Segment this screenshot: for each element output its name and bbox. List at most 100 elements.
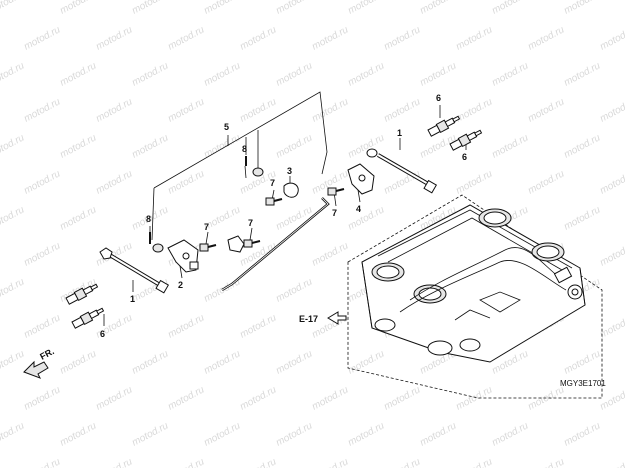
watermark-text: motod.ru <box>490 0 530 17</box>
watermark-text: motod.ru <box>0 0 27 17</box>
linkage-rod <box>221 197 330 292</box>
watermark-text: motod.ru <box>598 240 625 268</box>
watermark-text: motod.ru <box>418 60 458 88</box>
watermark-text: motod.ru <box>274 420 314 448</box>
watermark-text: motod.ru <box>526 456 566 468</box>
watermark-text: motod.ru <box>526 168 566 196</box>
watermark-text: motod.ru <box>598 456 625 468</box>
watermark-text: motod.ru <box>166 456 206 468</box>
watermark-text: motod.ru <box>526 384 566 412</box>
injector-6-right-upper <box>427 115 461 137</box>
callout-5: 5 <box>224 122 229 132</box>
watermark-text: motod.ru <box>94 456 134 468</box>
watermark-text: motod.ru <box>202 348 242 376</box>
watermark-text: motod.ru <box>490 60 530 88</box>
watermark-text: motod.ru <box>490 132 530 160</box>
watermark-text: motod.ru <box>382 168 422 196</box>
watermark-text: motod.ru <box>454 384 494 412</box>
watermark-text: motod.ru <box>526 96 566 124</box>
watermark-text: motod.ru <box>310 24 350 52</box>
injector-6-left-upper <box>65 283 99 305</box>
watermark-text: motod.ru <box>598 24 625 52</box>
watermark-text: motod.ru <box>598 96 625 124</box>
watermark-text: motod.ru <box>418 0 458 17</box>
watermark-text: motod.ru <box>274 60 314 88</box>
watermark-text: motod.ru <box>310 96 350 124</box>
watermark-text: motod.ru <box>166 384 206 412</box>
watermark-text: motod.ru <box>58 348 98 376</box>
watermark-text: motod.ru <box>202 420 242 448</box>
watermark-text: motod.ru <box>0 420 27 448</box>
watermark-text: motod.ru <box>94 96 134 124</box>
clip-3 <box>283 182 299 198</box>
nut-lower <box>152 243 164 253</box>
screw-7-c <box>243 239 261 248</box>
watermark-text: motod.ru <box>382 384 422 412</box>
watermark-text: motod.ru <box>310 384 350 412</box>
watermark-text: motod.ru <box>0 276 27 304</box>
screw-7-b <box>199 243 217 252</box>
watermark-text: motod.ru <box>166 24 206 52</box>
shaft-1-left <box>99 247 170 294</box>
watermark-text: motod.ru <box>58 0 98 17</box>
watermark-text: motod.ru <box>94 24 134 52</box>
callout-8-upper: 8 <box>242 144 247 154</box>
watermark-text: motod.ru <box>58 420 98 448</box>
watermark-text: motod.ru <box>22 456 62 468</box>
watermark-text: motod.ru <box>454 24 494 52</box>
watermark-text: motod.ru <box>238 384 278 412</box>
watermark-text: motod.ru <box>382 24 422 52</box>
reference-arrow: E-17 <box>299 311 347 325</box>
watermark-text: motod.ru <box>382 96 422 124</box>
callout-7-d: 7 <box>332 208 337 218</box>
watermark-text: motod.ru <box>526 24 566 52</box>
callout-3: 3 <box>287 166 292 176</box>
callout-7-b: 7 <box>204 222 209 232</box>
watermark-text: motod.ru <box>238 312 278 340</box>
watermark-text: motod.ru <box>130 0 170 17</box>
watermark-text: motod.ru <box>310 240 350 268</box>
bracket-4 <box>347 163 375 195</box>
watermark-text: motod.ru <box>166 168 206 196</box>
watermark-text: motod.ru <box>202 60 242 88</box>
watermark-text: motod.ru <box>562 420 602 448</box>
watermark-text: motod.ru <box>22 240 62 268</box>
reference-label: E-17 <box>299 314 318 324</box>
watermark-text: motod.ru <box>58 60 98 88</box>
watermark-text: motod.ru <box>94 384 134 412</box>
watermark-text: motod.ru <box>490 420 530 448</box>
nut-upper <box>252 167 264 177</box>
watermark-text: motod.ru <box>0 348 27 376</box>
watermark-text: motod.ru <box>346 420 386 448</box>
watermark-text: motod.ru <box>346 0 386 17</box>
watermark-text: motod.ru <box>562 348 602 376</box>
watermark-text: motod.ru <box>0 204 27 232</box>
watermark-text: motod.ru <box>130 132 170 160</box>
callout-6-right-lower: 6 <box>462 152 467 162</box>
watermark-text: motod.ru <box>562 132 602 160</box>
watermark-text: motod.ru <box>274 204 314 232</box>
watermark-text: motod.ru <box>0 132 27 160</box>
watermark-text: motod.ru <box>58 132 98 160</box>
watermark-text: motod.ru <box>166 96 206 124</box>
watermark-text: motod.ru <box>130 420 170 448</box>
watermark-text: motod.ru <box>382 456 422 468</box>
watermark-text: motod.ru <box>346 60 386 88</box>
watermark-text: motod.ru <box>562 60 602 88</box>
watermark-text: motod.ru <box>274 276 314 304</box>
callout-7-a: 7 <box>270 178 275 188</box>
watermark-text: motod.ru <box>598 168 625 196</box>
watermark-text: motod.ru <box>58 204 98 232</box>
injector-6-left-lower <box>71 307 105 329</box>
callout-6-left: 6 <box>100 329 105 339</box>
watermark-text: motod.ru <box>130 60 170 88</box>
watermark-text: motod.ru <box>310 456 350 468</box>
callout-1-left: 1 <box>130 294 135 304</box>
throttle-body-assembly <box>347 194 603 399</box>
watermark-text: motod.ru <box>454 456 494 468</box>
link-arm <box>227 235 245 253</box>
watermark-text: motod.ru <box>22 96 62 124</box>
front-arrow-icon <box>23 360 49 379</box>
watermark-text: motod.ru <box>238 96 278 124</box>
